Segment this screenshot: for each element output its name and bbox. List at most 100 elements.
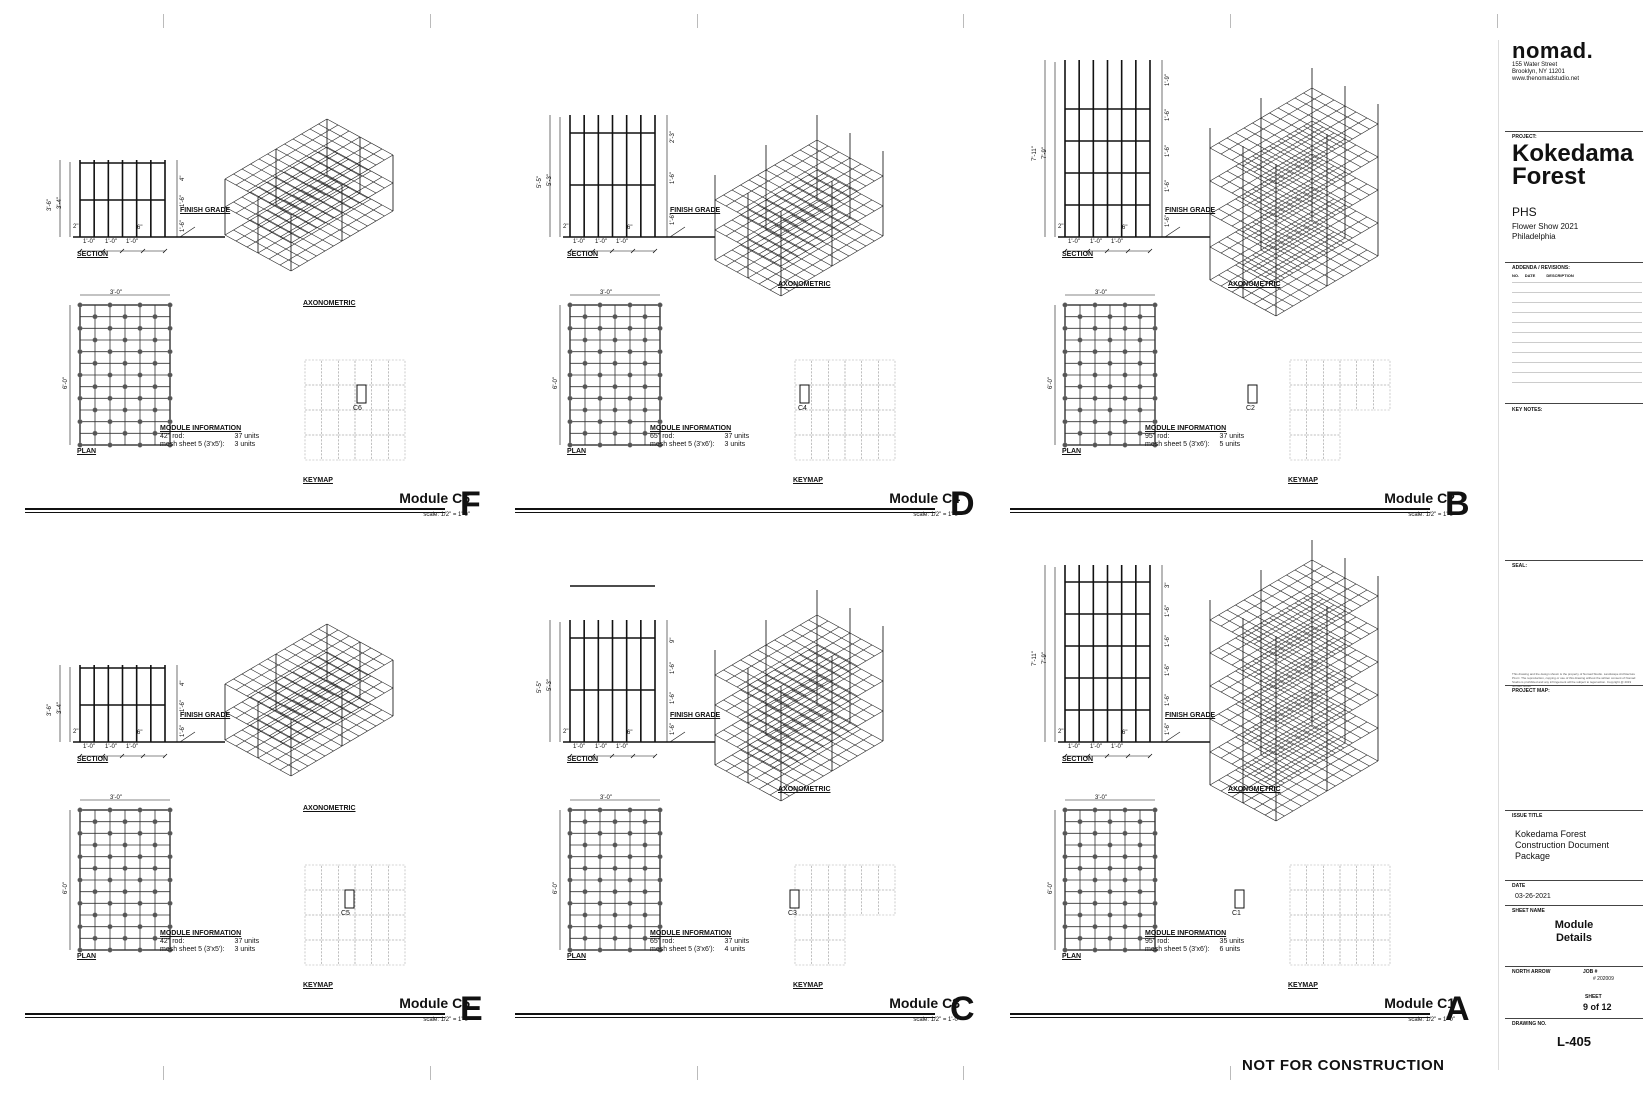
- revision-row: [1512, 302, 1642, 303]
- plan-rod-dot: [612, 337, 618, 343]
- axo-mesh-line: [1235, 604, 1302, 642]
- rod-units: 37 units: [724, 938, 750, 945]
- keymap-cell: [1373, 939, 1391, 966]
- mesh-units: 4 units: [724, 946, 746, 953]
- axo-mesh-line: [1218, 779, 1285, 817]
- keymap-cell: [304, 864, 322, 891]
- section-drawing: [569, 115, 656, 238]
- axo-mesh-line: [233, 678, 300, 716]
- module-title: Module C1: [1384, 995, 1455, 1011]
- axo-mesh-line: [250, 696, 317, 734]
- axo-mesh-line: [748, 209, 816, 247]
- module-info-row: 95" rod:37 units: [1145, 433, 1254, 441]
- section-segment-label: 1'-6": [1165, 634, 1171, 647]
- plan-rod-dot: [567, 395, 573, 401]
- axo-mesh-line: [757, 709, 824, 747]
- section-label: SECTION: [567, 756, 599, 763]
- module-info-row: 65" rod:37 units: [650, 433, 759, 441]
- axo-mesh-line: [258, 214, 326, 252]
- axo-mesh-line: [250, 219, 317, 257]
- rod-label: 42" rod:: [160, 938, 185, 945]
- keymap-cell: [844, 359, 862, 386]
- plan-rod-dot: [1077, 360, 1083, 366]
- keymap-cell: [1323, 914, 1341, 941]
- keymap-cell: [321, 359, 339, 386]
- axo-mesh-line: [318, 151, 385, 189]
- plan-rod-dot: [152, 314, 158, 320]
- plan-rod-dot: [1137, 360, 1143, 366]
- plan-rod-dot: [92, 819, 98, 825]
- mesh-label: mesh sheet 5 (3'x6'):: [1145, 946, 1210, 953]
- plan-rod-dot: [107, 854, 113, 860]
- axo-mesh-line: [765, 199, 833, 237]
- keymap-cell: [321, 889, 339, 916]
- plan-rod-dot: [597, 419, 603, 425]
- axo-mesh-line: [241, 168, 309, 206]
- plan-rod-dot: [657, 325, 663, 331]
- axo-mesh-line: [748, 179, 816, 217]
- plan-rod-dot: [1107, 865, 1113, 871]
- module-info-row: mesh sheet 5 (3'x5'):3 units: [160, 441, 269, 449]
- plan-rod-dot: [1092, 830, 1098, 836]
- finish-grade-label: FINISH GRADE: [180, 712, 231, 719]
- axo-mesh-line: [1303, 663, 1370, 701]
- axonometric-label: AXONOMETRIC: [303, 805, 356, 812]
- section-segment-label: 1'-6": [1165, 144, 1171, 157]
- axo-mesh-line: [309, 661, 377, 699]
- keymap-cell: [371, 939, 389, 966]
- axo-mesh-line: [1252, 693, 1319, 731]
- axo-mesh-line: [318, 628, 385, 666]
- plan-rod-dot: [657, 947, 663, 953]
- plan-rod-dot: [1077, 430, 1083, 436]
- plan-rod-dot: [1077, 407, 1083, 413]
- plan-rod-dot: [152, 842, 158, 848]
- plan-rod-dot: [1092, 947, 1098, 953]
- keymap-cell: [1356, 914, 1374, 941]
- axo-mesh-line: [1218, 142, 1285, 180]
- drawing-no-label: DRAWING NO.: [1512, 1021, 1547, 1027]
- axo-mesh-line: [1294, 163, 1362, 201]
- plan-rod-dot: [137, 372, 143, 378]
- keymap-cell: [1339, 889, 1357, 916]
- keymap-cell: [388, 914, 406, 941]
- axo-mesh-line: [731, 754, 799, 792]
- client-name: PHS: [1512, 205, 1537, 219]
- keymap-cell: [304, 434, 322, 461]
- dimension-tick: [1104, 248, 1110, 254]
- plan-rod-dot: [1137, 430, 1143, 436]
- plan-rod-dot: [1062, 830, 1068, 836]
- keymap-cell: [1289, 384, 1307, 411]
- plan-rod-dot: [167, 947, 173, 953]
- plan-rod-dot: [627, 947, 633, 953]
- axo-mesh-line: [1286, 706, 1353, 744]
- scale-label: scale: 1/2" = 1'-0": [1408, 512, 1455, 518]
- axonometric-drawing: [714, 590, 884, 802]
- keymap-module-label: C1: [1232, 910, 1241, 917]
- plan-rod-dot: [1137, 935, 1143, 941]
- keymap-cell: [371, 864, 389, 891]
- dimension-tick: [140, 753, 146, 759]
- keymap-cell: [1306, 914, 1324, 941]
- section-height-outer: 3'-6": [47, 703, 53, 716]
- plan-rod-dot: [1107, 360, 1113, 366]
- plan-label: PLAN: [77, 448, 97, 455]
- axo-mesh-line: [1303, 92, 1370, 130]
- dimension-tick: [652, 753, 658, 759]
- rod-units: 37 units: [1219, 433, 1245, 440]
- axo-mesh-line: [1260, 589, 1328, 627]
- axo-mesh-line: [1286, 739, 1353, 777]
- section-drawing: [569, 585, 656, 743]
- axo-mesh-line: [791, 184, 858, 222]
- module-drawing: [549, 585, 896, 966]
- section-segment-label: 1'-6": [180, 220, 186, 233]
- plan-rod-dot: [612, 842, 618, 848]
- sheet-tick: [430, 14, 431, 28]
- axo-mesh-line: [1286, 607, 1353, 645]
- axo-mesh-line: [1277, 645, 1345, 683]
- plan-rod-dot: [1122, 442, 1128, 448]
- axo-mesh-line: [301, 133, 368, 171]
